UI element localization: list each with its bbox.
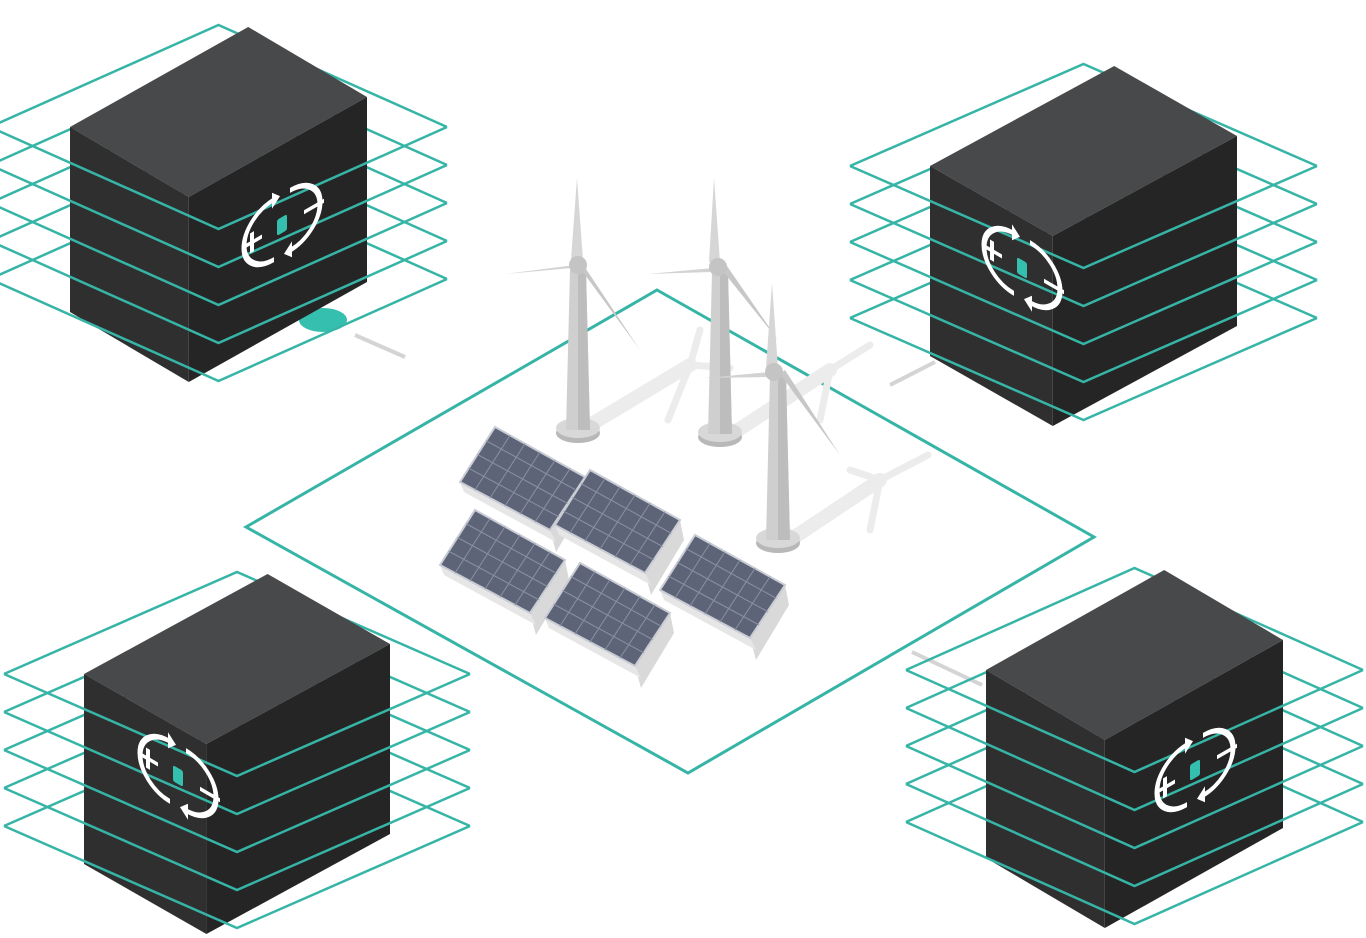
stack-rings-front	[0, 125, 448, 383]
storage-bottom-right	[905, 566, 1364, 928]
solar-panels	[438, 425, 789, 688]
battery-charge-cycle-icon	[241, 182, 324, 268]
battery-charge-cycle-icon	[981, 224, 1064, 312]
wind-turbine-1	[505, 178, 640, 443]
solar-panel-5	[543, 561, 674, 688]
stack-rings-front	[849, 164, 1318, 422]
solar-panel-2	[553, 468, 684, 595]
battery-charge-cycle-icon	[137, 732, 220, 820]
stack-rings-front	[905, 668, 1364, 926]
battery-charge-cycle-icon	[1154, 727, 1237, 813]
hub-platform-outline	[242, 288, 1098, 775]
solar-panel-3	[438, 508, 569, 635]
storage-top-left	[0, 23, 448, 383]
battery-box	[84, 574, 390, 934]
storage-top-right	[849, 62, 1318, 426]
storage-bottom-left	[3, 570, 471, 934]
wind-turbines	[505, 178, 932, 553]
stack-rings-front	[3, 672, 471, 930]
wind-turbine-2	[648, 178, 778, 447]
solar-panel-4	[658, 533, 789, 660]
battery-box	[986, 570, 1283, 928]
battery-box	[930, 66, 1237, 426]
connector-node-left	[299, 308, 347, 332]
wind-turbine-3	[705, 283, 840, 553]
